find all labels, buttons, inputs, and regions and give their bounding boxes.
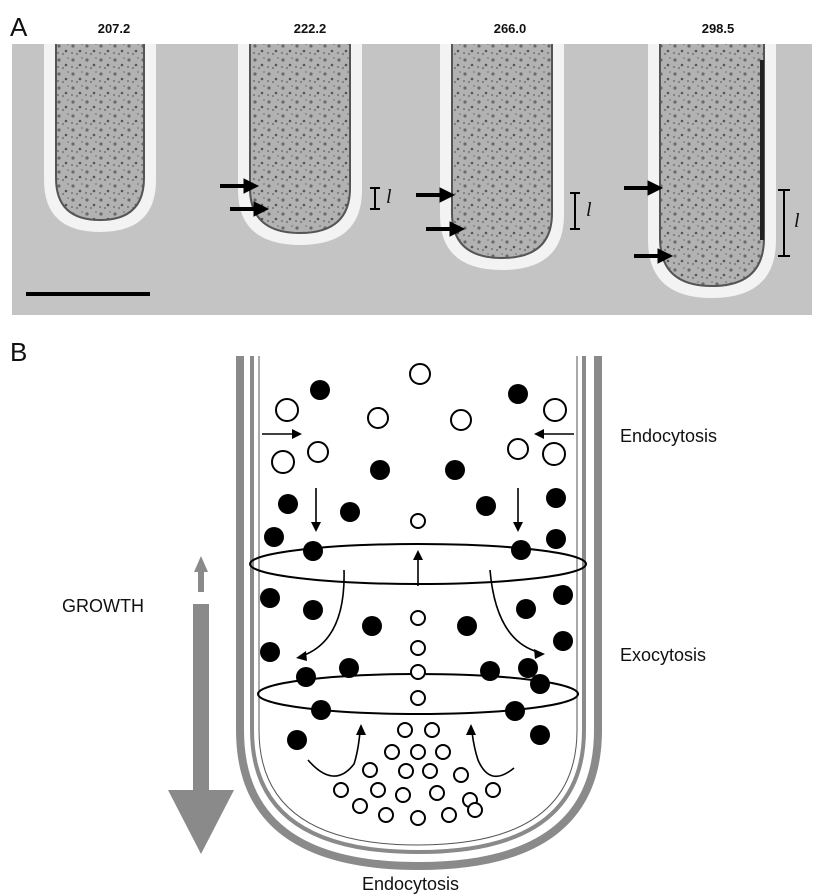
- label-endocytosis-bottom: Endocytosis: [362, 874, 459, 895]
- panel-b-letter: B: [10, 337, 27, 368]
- label-growth: GROWTH: [62, 596, 144, 617]
- growth-arrow: [168, 556, 234, 854]
- label-exocytosis: Exocytosis: [620, 645, 706, 666]
- hollow-vesicles: [272, 364, 566, 825]
- label-endocytosis-top: Endocytosis: [620, 426, 717, 447]
